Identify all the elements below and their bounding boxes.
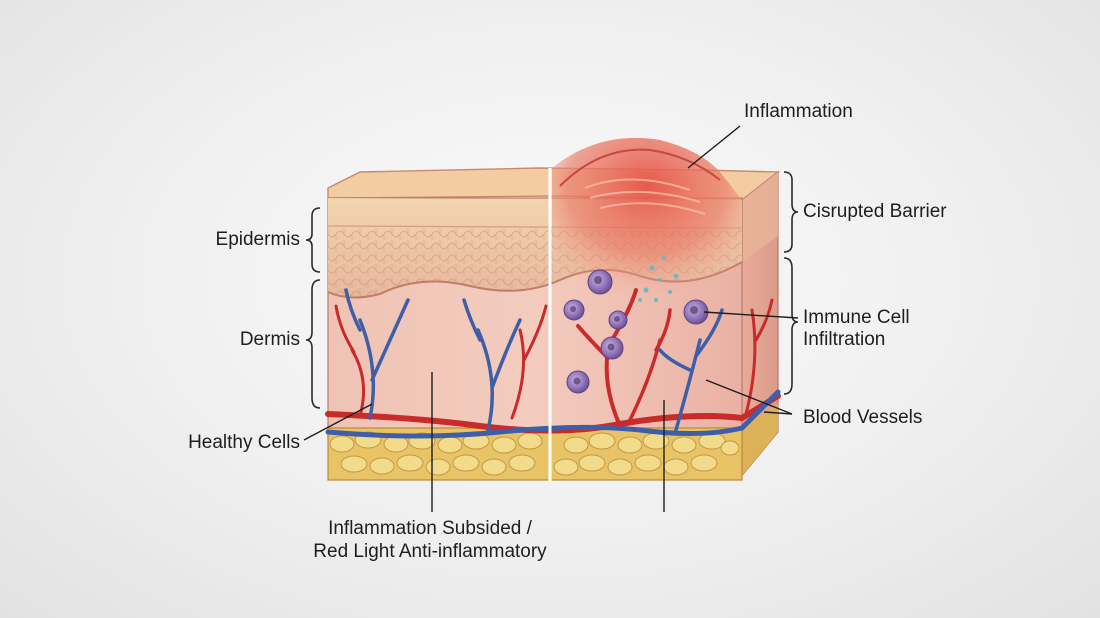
vein-main [325, 389, 781, 439]
braces [305, 171, 799, 409]
leader-lines [303, 125, 799, 512]
inflammation-zone [552, 137, 742, 300]
label-healthy-cells: Healthy Cells [188, 432, 300, 453]
label-immune-cell: Immune Cell [803, 307, 910, 328]
label-dermis: Dermis [239, 329, 300, 350]
left-vessel-tree [334, 288, 548, 432]
label-bottom-line1: Inflammation Subsided / [328, 518, 532, 539]
label-disrupted-barrier: Cisrupted Barrier [803, 201, 947, 222]
label-infiltration: Infiltration [803, 329, 886, 350]
label-epidermis: Epidermis [215, 229, 300, 250]
immune-cells [563, 256, 709, 394]
label-blood-vessels: Blood Vessels [803, 407, 923, 428]
label-inflammation: Inflammation [744, 101, 853, 122]
label-bottom-line2: Red Light Anti-inflammatory [313, 541, 547, 562]
right-vessel-tree [576, 288, 774, 432]
inflammation-bump [559, 148, 721, 187]
